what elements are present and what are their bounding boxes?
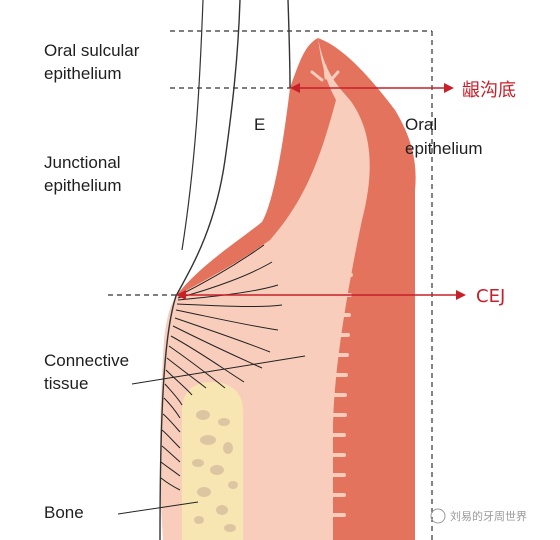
junctional-label-line2: epithelium [44, 176, 122, 195]
dashed-guides [108, 30, 433, 540]
crest-pegs [310, 64, 340, 82]
sulcus-base-label: 龈沟底 [462, 80, 516, 101]
wechat-icon [430, 508, 446, 524]
bone-label: Bone [44, 503, 84, 522]
sulcus-base-arrow [290, 83, 454, 93]
cej-arrow [176, 290, 466, 300]
junctional-label-line1: Junctional [44, 153, 121, 172]
watermark: 刘易的牙周世界 [430, 508, 527, 524]
sulcus-wall-line [287, 0, 291, 89]
tooth-inner-line [181, 0, 204, 251]
oral-epithelium-label-line2: epithelium [405, 139, 483, 158]
junctional-epithelium-region [176, 38, 336, 296]
oral-sulcular-label-line1: Oral sulcular [44, 41, 140, 60]
watermark-text: 刘易的牙周世界 [450, 509, 527, 523]
oral-epithelium-label-line1: Oral [405, 115, 437, 134]
oral-sulcular-label-line2: epithelium [44, 64, 122, 83]
enamel-label: E [254, 115, 265, 134]
label-leaders [117, 355, 306, 515]
alveolar-bone [182, 382, 243, 540]
cej-label: CEJ [476, 286, 505, 307]
collagen-fibers [160, 244, 283, 491]
rete-pegs [328, 173, 360, 517]
connective-label-line2: tissue [44, 374, 88, 393]
connective-label-line1: Connective [44, 351, 129, 370]
tooth-surface-line [159, 0, 241, 540]
bone-trabeculae [192, 410, 238, 532]
